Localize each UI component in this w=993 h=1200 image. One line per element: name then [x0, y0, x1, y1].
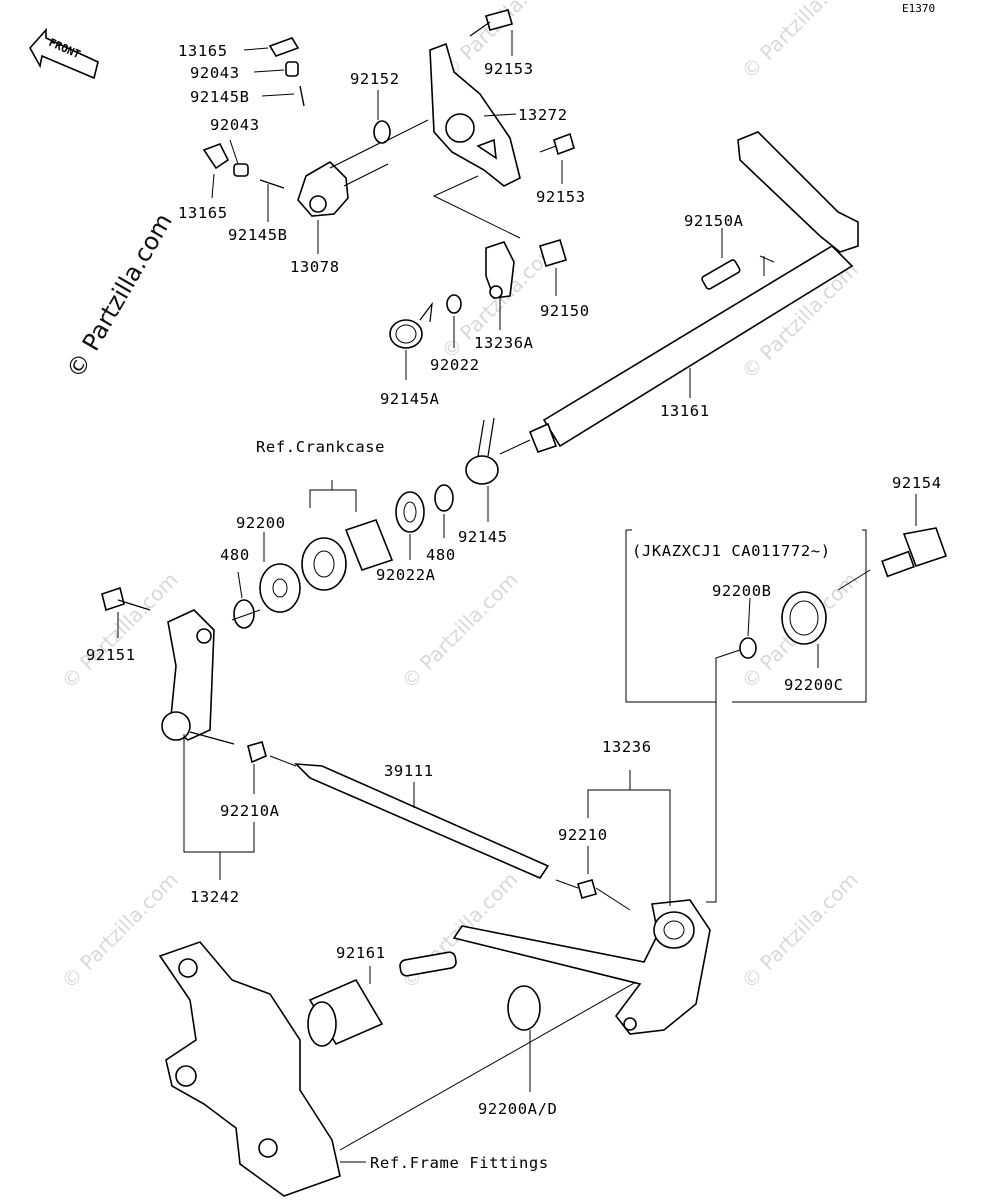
diagram-code: E1370 [902, 2, 935, 15]
part-label: 92210A [220, 802, 280, 820]
washer-pedal [507, 985, 541, 1031]
part-label: 92153 [536, 188, 586, 206]
watermark: © Partzilla.com [737, 0, 863, 84]
part-labels: 13165 92043 92145B 92043 13165 92145B 13… [86, 42, 942, 1172]
circlips-washers [395, 484, 454, 533]
shift-spring [465, 417, 499, 485]
watermark: © Partzilla.com [737, 867, 863, 993]
part-label: 92154 [892, 474, 942, 492]
note-frame: Ref.Frame Fittings [370, 1154, 549, 1172]
part-label: 92151 [86, 646, 136, 664]
part-label: 92200A/D [478, 1100, 557, 1118]
part-label: 92200 [236, 514, 286, 532]
shift-lever-assy [101, 586, 267, 764]
part-label: 13078 [290, 258, 340, 276]
washer [373, 120, 391, 144]
serial-box [625, 529, 867, 703]
part-label: 480 [426, 546, 456, 564]
part-label: 13161 [660, 402, 710, 420]
part-label: 92200B [712, 582, 772, 600]
part-label: 92145 [458, 528, 508, 546]
part-label: 92145B [190, 88, 250, 106]
part-label: 92200C [784, 676, 844, 694]
watermark: © Partzilla.com [57, 867, 183, 993]
part-label: 92152 [350, 70, 400, 88]
part-label: 13236A [474, 334, 534, 352]
part-label: 92210 [558, 826, 608, 844]
part-label: 92150 [540, 302, 590, 320]
part-label: 92022A [376, 566, 436, 584]
footpeg-rubber [307, 951, 457, 1047]
leader-lines [117, 30, 917, 1163]
part-label: 92145A [380, 390, 440, 408]
footrest-bracket [158, 941, 341, 1197]
part-label: 13165 [178, 42, 228, 60]
pivot-bolt [739, 527, 948, 659]
part-label: 480 [220, 546, 250, 564]
part-label: 13236 [602, 738, 652, 756]
watermark: © Partzilla.com [397, 567, 523, 693]
return-spring [389, 294, 462, 349]
part-label: 92153 [484, 60, 534, 78]
bearing-seal [233, 519, 394, 629]
note-serial: (JKAZXCJ1 CA011772~) [632, 542, 831, 560]
part-label: 92145B [228, 226, 288, 244]
watermark-main: © Partzilla.com [61, 209, 178, 383]
part-label: 13272 [518, 106, 568, 124]
note-crankcase: Ref.Crankcase [256, 438, 385, 456]
part-label: 92150A [684, 212, 744, 230]
pin [701, 259, 741, 290]
front-arrow: FRONT [29, 27, 99, 80]
part-label: 92043 [190, 64, 240, 82]
part-label: 13242 [190, 888, 240, 906]
part-label: 13165 [178, 204, 228, 222]
part-label: 92043 [210, 116, 260, 134]
part-label: 39111 [384, 762, 434, 780]
part-label: 92161 [336, 944, 386, 962]
shift-pedal [452, 899, 711, 1035]
bolts [469, 9, 575, 156]
watermark: © Partzilla.com [57, 567, 183, 693]
shift-shaft [528, 131, 859, 453]
shift-rod [293, 763, 597, 899]
pins-springs [202, 37, 305, 189]
small-lever [485, 239, 567, 299]
part-label: 92022 [430, 356, 480, 374]
shift-bracket [429, 42, 521, 187]
shift-drum-cam [297, 141, 389, 217]
